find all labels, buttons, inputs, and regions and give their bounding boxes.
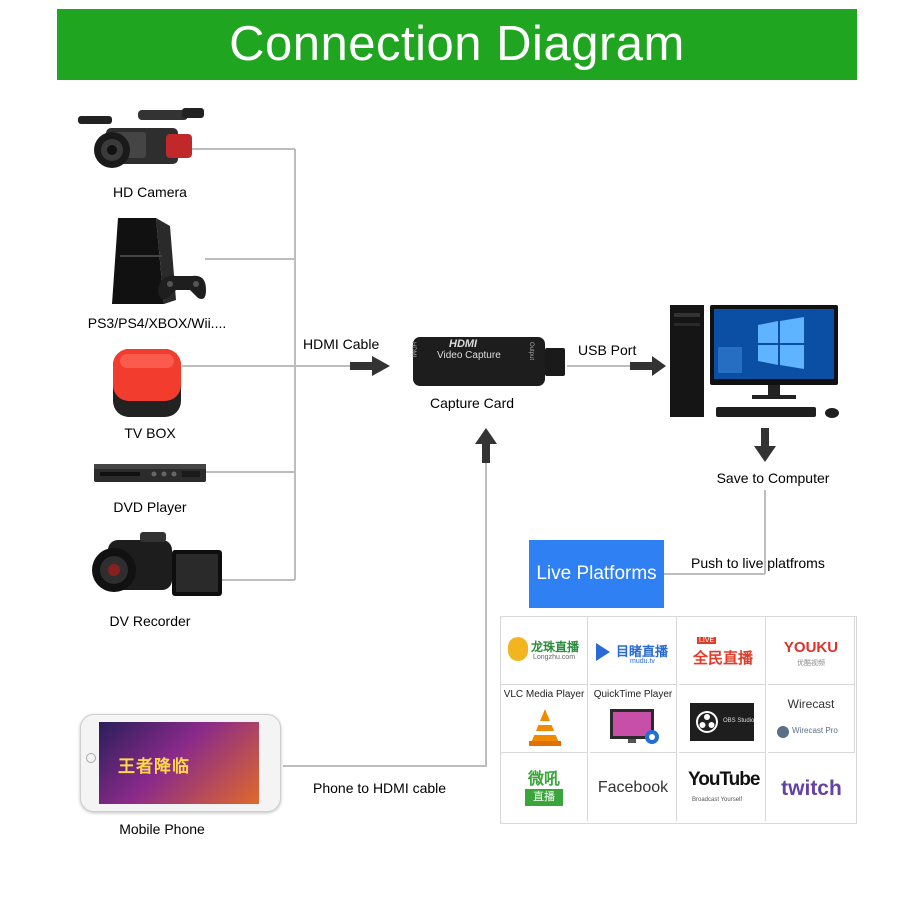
platform-youku: YOUKU 优酷视频	[768, 617, 855, 685]
platform-sub: mudu.tv	[630, 658, 655, 665]
push-to-live-label: Push to live platfroms	[691, 555, 825, 571]
camcorder-icon	[92, 532, 222, 596]
diagram-title: Connection Diagram	[229, 17, 685, 71]
wirecast-logo-icon	[777, 726, 789, 738]
platform-name: 微吼	[527, 771, 560, 788]
arrow-usb-head	[652, 356, 666, 376]
platform-name: OBS Studio	[723, 718, 755, 724]
video-camera-icon	[78, 108, 204, 168]
tv-box-icon	[113, 349, 181, 417]
phone-to-hdmi-label: Phone to HDMI cable	[313, 780, 447, 796]
platform-wirecast: Wirecast Wirecast Pro	[768, 685, 855, 753]
title-banner	[57, 9, 857, 80]
capture-card-device	[413, 337, 545, 386]
platform-mudu: 目睹直播 mudu.tv	[590, 617, 677, 685]
mobile-phone-screen	[99, 722, 259, 804]
arrow-phone-shaft	[482, 443, 490, 463]
live-platforms-grid: 龙珠直播 Longzhu.com 目睹直播 mudu.tv LIVE 全民直播 …	[500, 616, 857, 824]
platform-quanmin: LIVE 全民直播	[679, 617, 766, 685]
arrow-save-head	[754, 446, 776, 462]
platform-name: 全民直播	[693, 650, 754, 667]
desktop-computer-icon	[670, 305, 839, 418]
vlc-cone-icon	[529, 709, 561, 746]
platform-longzhu: 龙珠直播 Longzhu.com	[501, 617, 588, 685]
capture-card-label: Capture Card	[429, 395, 515, 411]
platform-name: twitch	[781, 777, 842, 800]
platform-sub: Longzhu.com	[533, 654, 576, 661]
obs-logo-icon	[696, 711, 718, 733]
platform-sub: 优酷视频	[797, 660, 825, 667]
arrow-hdmi-shaft	[350, 362, 372, 370]
platform-vlc: VLC Media Player	[501, 685, 588, 753]
save-to-computer-label: Save to Computer	[716, 470, 830, 486]
play-icon	[596, 643, 610, 661]
platform-sub: Wirecast Pro	[792, 726, 838, 735]
capture-card-usb-plug	[545, 348, 565, 376]
platform-name: VLC Media Player	[503, 689, 585, 700]
home-button-icon	[86, 753, 96, 763]
source-label-hd-camera: HD Camera	[113, 184, 187, 200]
capture-card-brand: HDMI	[449, 338, 478, 350]
capture-card-side-left: HDMI	[410, 342, 416, 358]
platform-vhall: 微吼 直播	[501, 753, 588, 821]
platform-name: 龙珠直播	[531, 640, 580, 654]
hdmi-cable-label: HDMI Cable	[303, 336, 380, 352]
arrow-phone-head	[475, 428, 497, 444]
capture-card-product: Video Capture	[437, 350, 501, 361]
platform-obs: OBS Studio	[679, 685, 766, 753]
mobile-screen-text: 王者降临	[118, 757, 190, 776]
usb-port-label: USB Port	[578, 342, 637, 358]
platform-twitch: twitch	[768, 753, 855, 821]
dvd-player-icon	[94, 464, 206, 482]
platform-sub: LIVE	[697, 637, 717, 644]
longzhu-logo-icon	[508, 637, 528, 661]
line-phone	[283, 460, 487, 767]
platform-youtube: YouTube Broadcast Yourself	[679, 753, 766, 821]
platform-sub: Broadcast Yourself	[692, 797, 743, 803]
platform-name: Wirecast	[787, 697, 835, 711]
capture-card-side-right: Output	[528, 342, 534, 361]
platform-name: 目睹直播	[616, 644, 669, 659]
source-label-tv-box: TV BOX	[124, 425, 176, 441]
arrow-usb-shaft	[630, 362, 652, 370]
arrow-save-shaft	[761, 428, 769, 446]
game-console-icon	[112, 218, 206, 304]
arrow-hdmi-head	[372, 356, 390, 376]
platform-quicktime: QuickTime Player	[590, 685, 677, 753]
platform-facebook: Facebook	[590, 753, 677, 821]
source-label-console: PS3/PS4/XBOX/Wii....	[87, 315, 227, 331]
platform-name: YouTube	[688, 769, 760, 790]
platform-name: Facebook	[597, 779, 669, 796]
quicktime-screen-icon	[610, 709, 659, 744]
source-label-dvd-player: DVD Player	[113, 499, 187, 515]
platform-sub: 直播	[525, 789, 563, 806]
source-label-dv-recorder: DV Recorder	[109, 613, 191, 629]
platform-name: YOUKU	[783, 639, 839, 656]
platform-name: QuickTime Player	[593, 689, 673, 700]
live-platforms-box: Live Platforms	[529, 540, 664, 608]
mobile-phone-label: Mobile Phone	[119, 821, 205, 837]
